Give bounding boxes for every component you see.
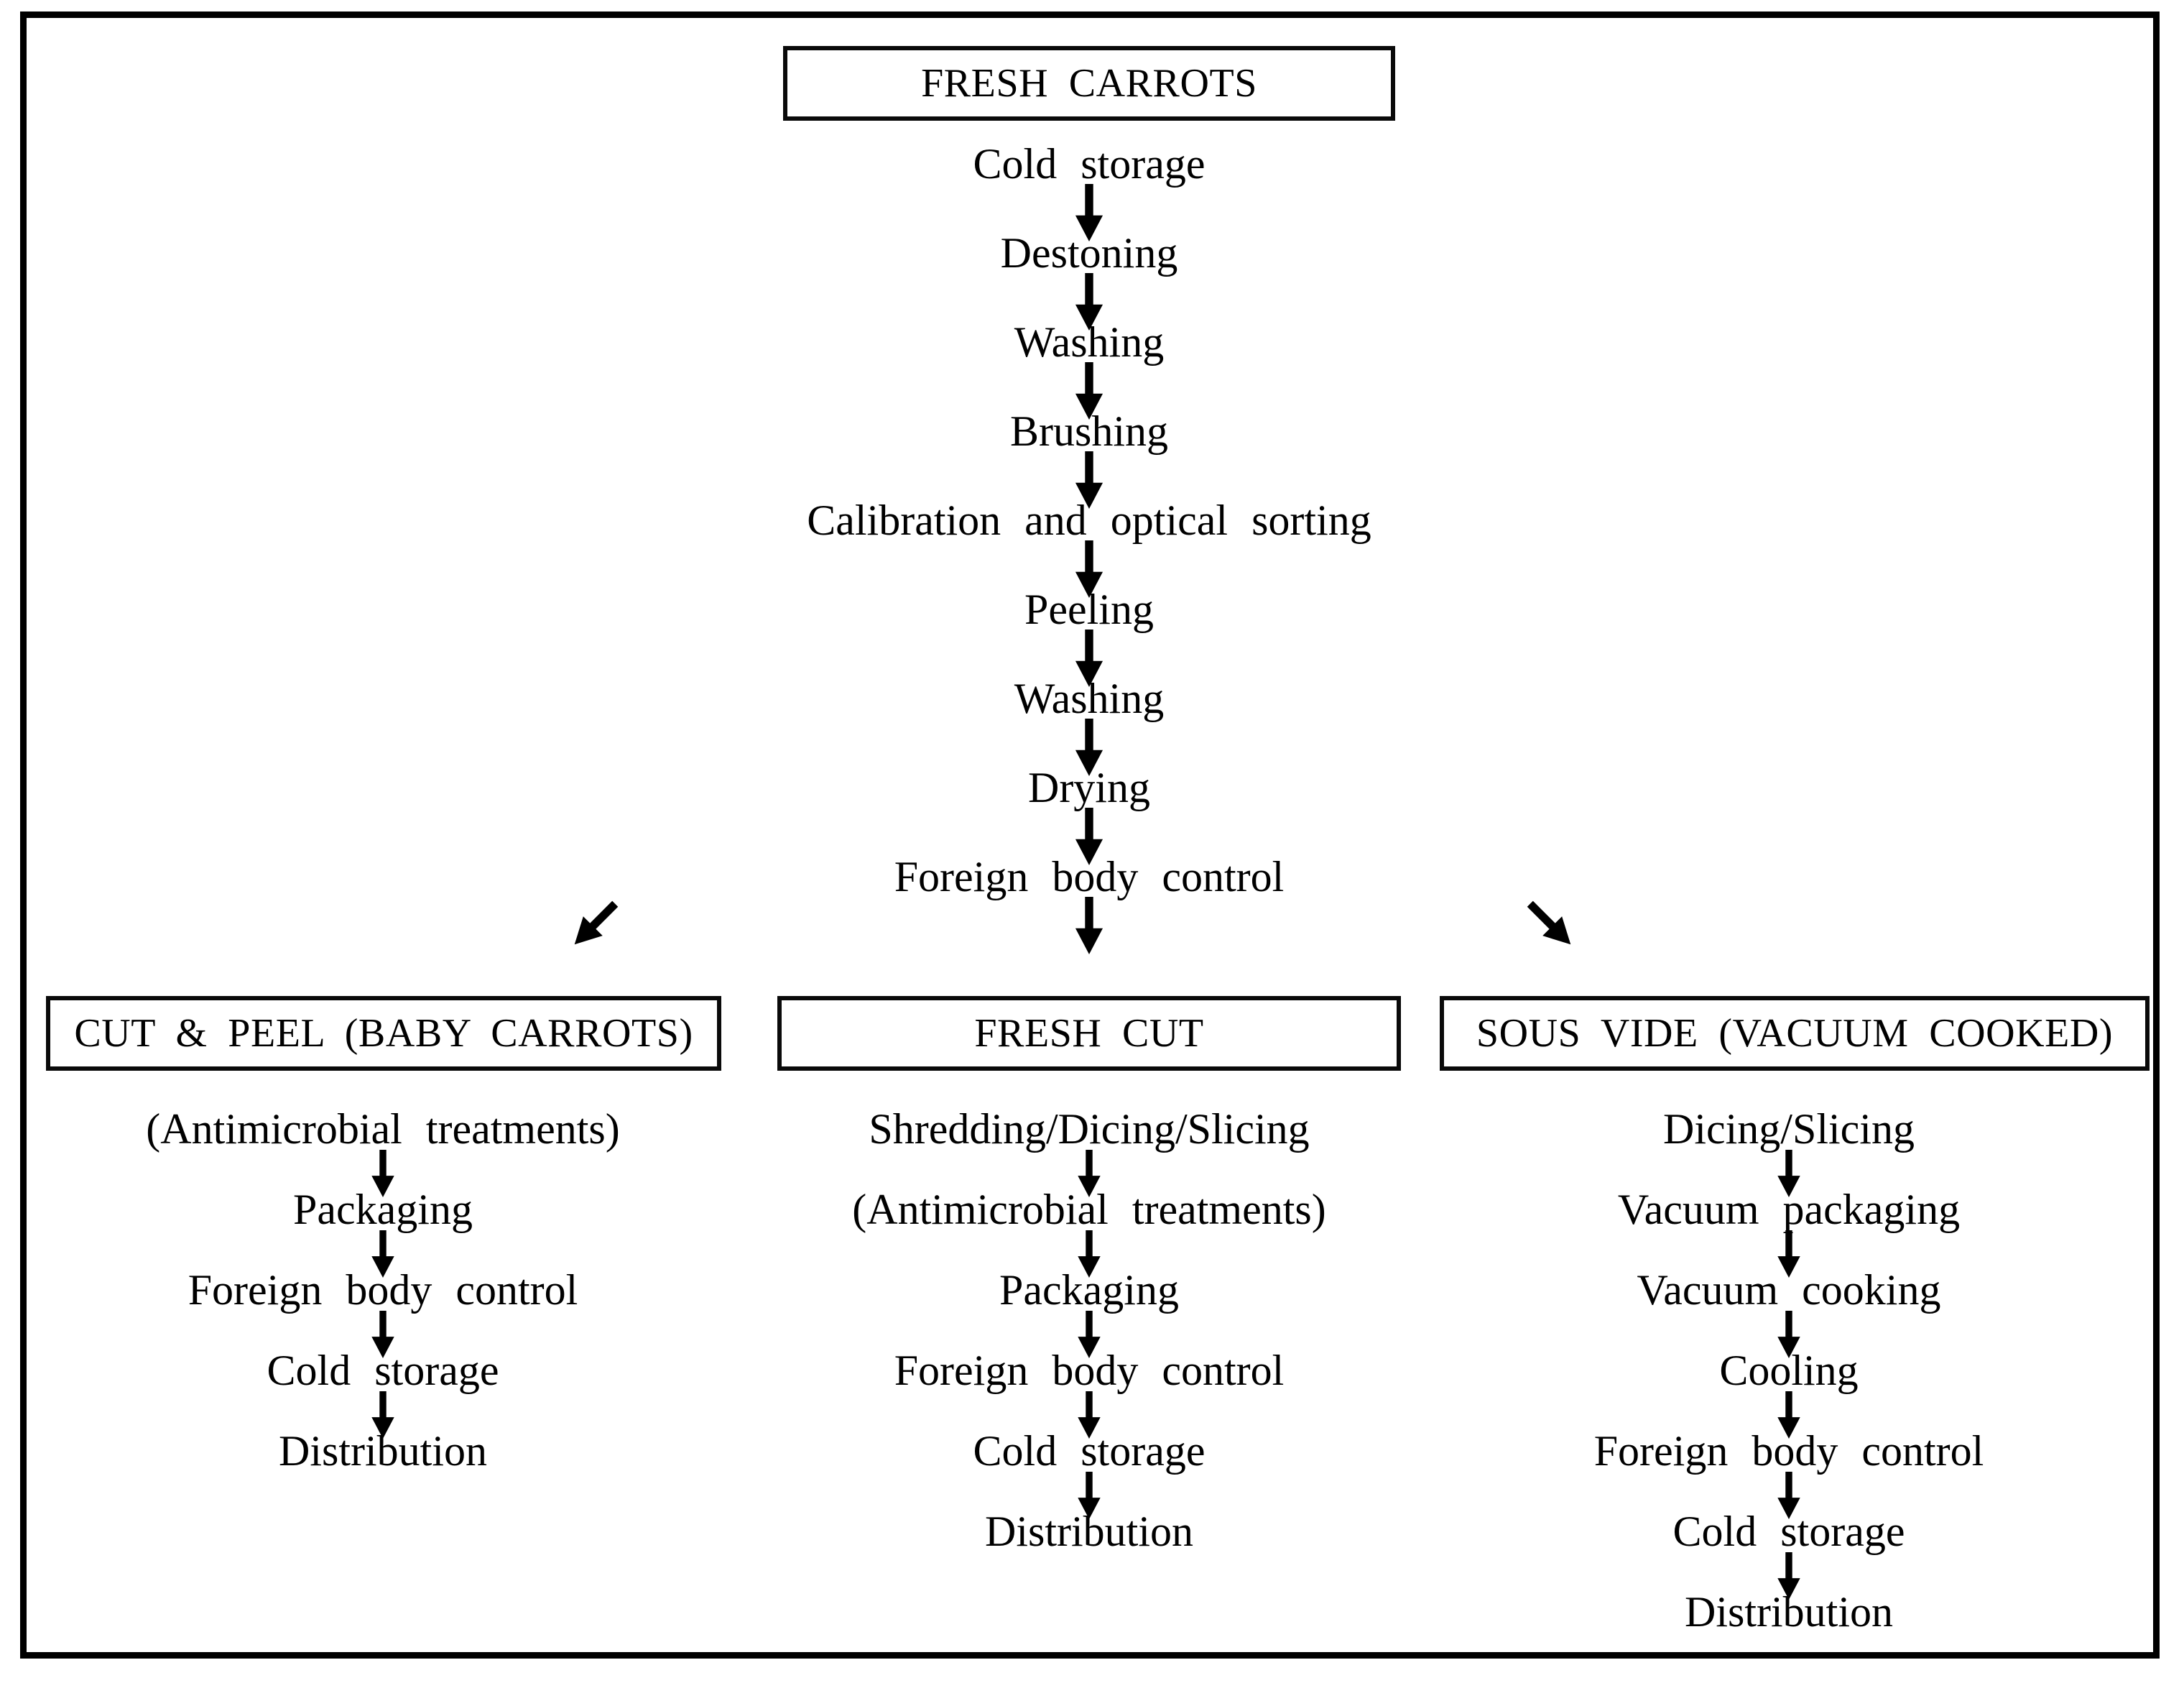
step-destoning: Destoning bbox=[1000, 229, 1178, 277]
step-cooling: Cooling bbox=[1719, 1347, 1859, 1394]
step-calibration-optical-sorting: Calibration and optical sorting bbox=[807, 497, 1371, 544]
step-foreign-body-control: Foreign body control bbox=[1593, 1427, 1984, 1475]
step-foreign-body-control: Foreign body control bbox=[894, 853, 1285, 900]
step-antimicrobial-treatments: (Antimicrobial treatments) bbox=[146, 1105, 620, 1153]
step-foreign-body-control: Foreign body control bbox=[188, 1266, 578, 1314]
step-vacuum-cooking: Vacuum cooking bbox=[1637, 1266, 1941, 1314]
step-shredding-dicing-slicing: Shredding/Dicing/Slicing bbox=[869, 1105, 1310, 1153]
cut-peel-chain: (Antimicrobial treatments) Packaging For… bbox=[24, 1107, 742, 1473]
step-peeling: Peeling bbox=[1024, 586, 1154, 633]
cut-peel-label: CUT & PEEL (BABY CARROTS) bbox=[74, 1011, 693, 1056]
step-washing-2: Washing bbox=[1014, 675, 1165, 722]
step-vacuum-packaging: Vacuum packaging bbox=[1617, 1186, 1961, 1233]
step-cold-storage: Cold storage bbox=[267, 1347, 499, 1394]
step-cold-storage: Cold storage bbox=[1672, 1508, 1905, 1555]
step-packaging: Packaging bbox=[293, 1186, 473, 1233]
cut-peel-box: CUT & PEEL (BABY CARROTS) bbox=[46, 996, 721, 1071]
step-brushing: Brushing bbox=[1009, 407, 1169, 455]
step-washing-1: Washing bbox=[1014, 318, 1165, 366]
step-antimicrobial-treatments: (Antimicrobial treatments) bbox=[852, 1186, 1326, 1233]
step-packaging: Packaging bbox=[999, 1266, 1179, 1314]
step-distribution: Distribution bbox=[278, 1427, 487, 1475]
fresh-cut-box: FRESH CUT bbox=[777, 996, 1401, 1071]
step-cold-storage: Cold storage bbox=[973, 1427, 1206, 1475]
fresh-cut-label: FRESH CUT bbox=[974, 1011, 1204, 1056]
sous-vide-label: SOUS VIDE (VACUUM COOKED) bbox=[1476, 1011, 2114, 1056]
step-dicing-slicing: Dicing/Slicing bbox=[1663, 1105, 1915, 1153]
step-distribution: Distribution bbox=[1684, 1588, 1893, 1636]
step-distribution: Distribution bbox=[984, 1508, 1193, 1555]
down-arrow-icon bbox=[1075, 897, 1103, 954]
step-drying: Drying bbox=[1028, 764, 1150, 811]
main-process-chain: Cold storage Destoning Washing Brushing … bbox=[730, 140, 1448, 954]
sous-vide-box: SOUS VIDE (VACUUM COOKED) bbox=[1440, 996, 2150, 1071]
fresh-carrots-box: FRESH CARROTS bbox=[783, 46, 1395, 121]
step-cold-storage: Cold storage bbox=[973, 140, 1206, 188]
step-foreign-body-control: Foreign body control bbox=[894, 1347, 1285, 1394]
sous-vide-chain: Dicing/Slicing Vacuum packaging Vacuum c… bbox=[1430, 1107, 2148, 1634]
fresh-cut-chain: Shredding/Dicing/Slicing (Antimicrobial … bbox=[730, 1107, 1448, 1554]
fresh-carrots-label: FRESH CARROTS bbox=[921, 61, 1257, 106]
